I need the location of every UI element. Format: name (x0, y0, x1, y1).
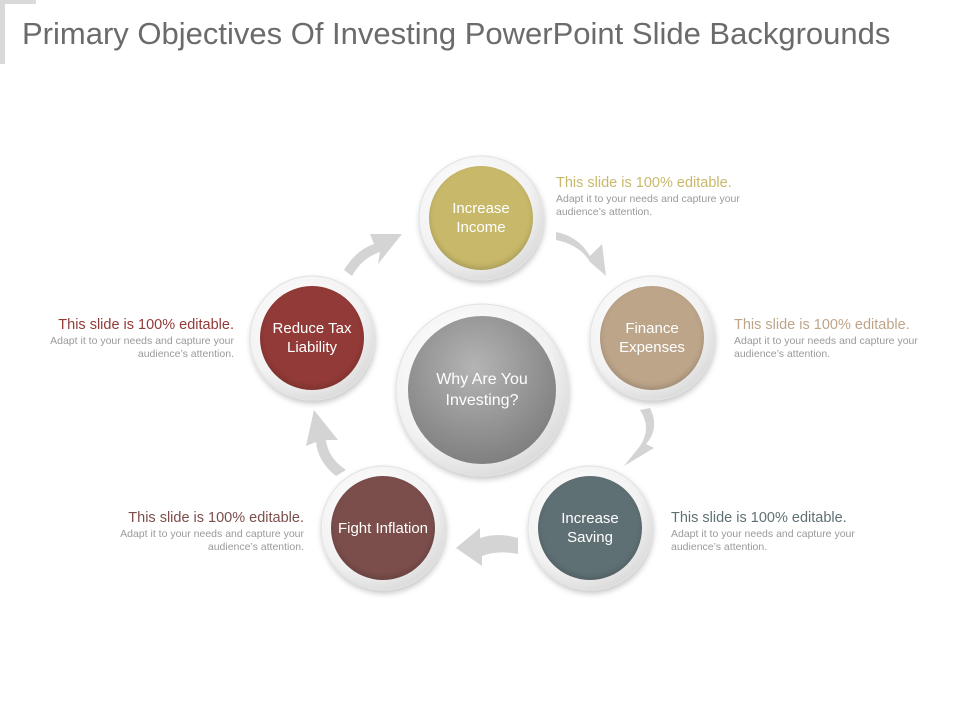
callout-heading: This slide is 100% editable. (556, 175, 732, 191)
node-reduce-tax-liability: Reduce Tax Liability (260, 286, 364, 390)
arrow-tax-to-income (344, 234, 402, 276)
callout-increase-income: This slide is 100% editable. Adapt it to… (556, 174, 756, 219)
callout-body: Adapt it to your needs and capture your … (120, 528, 304, 553)
callout-heading: This slide is 100% editable. (58, 317, 234, 333)
callout-finance-expenses: This slide is 100% editable. Adapt it to… (734, 316, 934, 361)
callout-fight-inflation: This slide is 100% editable. Adapt it to… (104, 509, 304, 554)
callout-increase-saving: This slide is 100% editable. Adapt it to… (671, 509, 871, 554)
node-increase-income: Increase Income (429, 166, 533, 270)
arrow-finance-to-saving (624, 408, 655, 466)
callout-body: Adapt it to your needs and capture your … (556, 193, 740, 218)
arrow-saving-to-inflation (456, 528, 518, 566)
node-label: Finance Expenses (619, 320, 685, 356)
slide-title: Primary Objectives Of Investing PowerPoi… (22, 16, 891, 51)
node-label: Increase Saving (561, 510, 619, 546)
callout-body: Adapt it to your needs and capture your … (50, 335, 234, 360)
node-label: Fight Inflation (337, 519, 429, 537)
callout-heading: This slide is 100% editable. (128, 510, 304, 526)
callout-heading: This slide is 100% editable. (671, 510, 847, 526)
arrow-income-to-finance (556, 232, 606, 276)
callout-body: Adapt it to your needs and capture your … (671, 528, 855, 553)
node-fight-inflation: Fight Inflation (331, 476, 435, 580)
center-node-label: Why Are You Investing? (436, 371, 528, 409)
corner-bracket-decoration (0, 0, 36, 64)
callout-heading: This slide is 100% editable. (734, 317, 910, 333)
node-finance-expenses: Finance Expenses (600, 286, 704, 390)
center-node-disc (408, 316, 556, 464)
arrow-inflation-to-tax (306, 410, 346, 476)
node-increase-saving: Increase Saving (538, 476, 642, 580)
callout-reduce-tax-liability: This slide is 100% editable. Adapt it to… (34, 316, 234, 361)
node-label: Reduce Tax Liability (272, 320, 352, 356)
center-node: Why Are You Investing? (408, 316, 556, 464)
node-label: Increase Income (452, 200, 510, 236)
callout-body: Adapt it to your needs and capture your … (734, 335, 918, 360)
